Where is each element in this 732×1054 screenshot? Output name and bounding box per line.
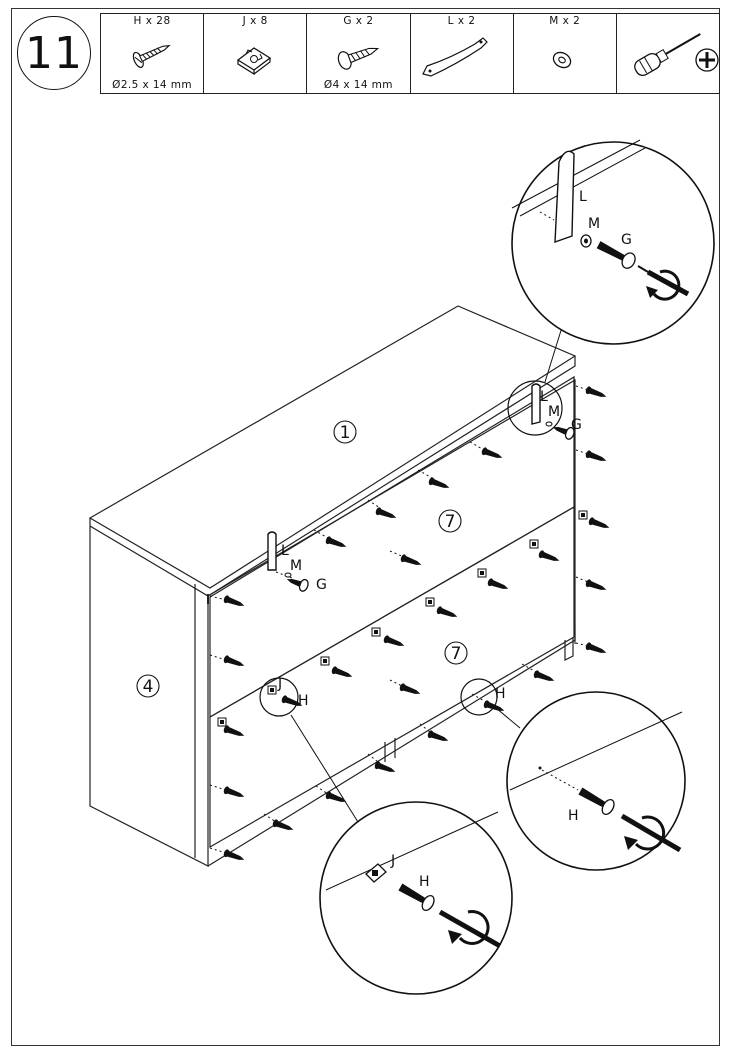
label-h: H bbox=[419, 874, 430, 890]
dashed-guides bbox=[209, 385, 589, 854]
panel-number-side: 4 bbox=[143, 677, 154, 697]
right-handle bbox=[531, 383, 541, 425]
label-h: H bbox=[568, 808, 579, 824]
label-l: L bbox=[281, 543, 289, 559]
panel-number-drawer-lower: 7 bbox=[451, 644, 462, 664]
part-tool bbox=[617, 14, 719, 93]
label-g: G bbox=[316, 577, 327, 593]
part-spec: Ø4 x 14 mm bbox=[323, 79, 393, 91]
dresser-body bbox=[88, 305, 577, 867]
screw-icon bbox=[132, 44, 171, 68]
panel-number-drawer-upper: 7 bbox=[445, 512, 456, 532]
handle-left-fasteners bbox=[275, 571, 311, 594]
label-m: M bbox=[548, 404, 560, 420]
part-quantity: G x 2 bbox=[343, 15, 374, 27]
label-h: H bbox=[298, 693, 309, 709]
step-number-badge: 11 bbox=[17, 16, 91, 90]
part-g-screw: G x 2 Ø4 x 14 mm bbox=[307, 14, 411, 93]
label-m: M bbox=[290, 558, 302, 574]
label-l: L bbox=[579, 189, 587, 205]
bracket-clip-icon bbox=[237, 47, 272, 76]
label-j: J bbox=[390, 853, 395, 869]
label-h: H bbox=[495, 686, 506, 702]
part-m-washer: M x 2 bbox=[514, 14, 617, 93]
part-quantity: J x 8 bbox=[242, 15, 268, 27]
detail-circle-screw bbox=[506, 691, 686, 871]
callout-leaders bbox=[290, 323, 564, 823]
part-j-bracket: J x 8 bbox=[204, 14, 308, 93]
label-g: G bbox=[621, 232, 632, 248]
detail-circle-clip bbox=[319, 801, 513, 995]
label-l: L bbox=[540, 389, 548, 405]
callout-rings bbox=[259, 380, 563, 717]
left-handle bbox=[267, 531, 277, 571]
instruction-page bbox=[11, 8, 720, 1046]
step-number: 11 bbox=[25, 27, 83, 79]
handle-right-fasteners bbox=[545, 420, 577, 442]
screw-icon bbox=[338, 47, 380, 70]
parts-list: H x 28 Ø2.5 x 14 mm J x 8 G x 2 bbox=[100, 13, 720, 94]
handle-icon bbox=[421, 37, 488, 77]
label-j: J bbox=[277, 676, 282, 692]
panel-number-circles bbox=[136, 420, 468, 698]
panel-number-top: 1 bbox=[340, 423, 351, 443]
part-quantity: H x 28 bbox=[133, 15, 171, 27]
part-h-screw: H x 28 Ø2.5 x 14 mm bbox=[101, 14, 205, 93]
phillips-screwdriver-icon bbox=[633, 33, 719, 77]
label-g: G bbox=[571, 417, 582, 433]
part-l-handle: L x 2 bbox=[411, 14, 514, 93]
part-spec: Ø2.5 x 14 mm bbox=[112, 79, 192, 91]
detail-circle-handle bbox=[511, 139, 715, 345]
washer-icon bbox=[552, 51, 571, 69]
part-quantity: M x 2 bbox=[549, 15, 581, 27]
label-m: M bbox=[588, 216, 600, 232]
part-quantity: L x 2 bbox=[447, 15, 476, 27]
